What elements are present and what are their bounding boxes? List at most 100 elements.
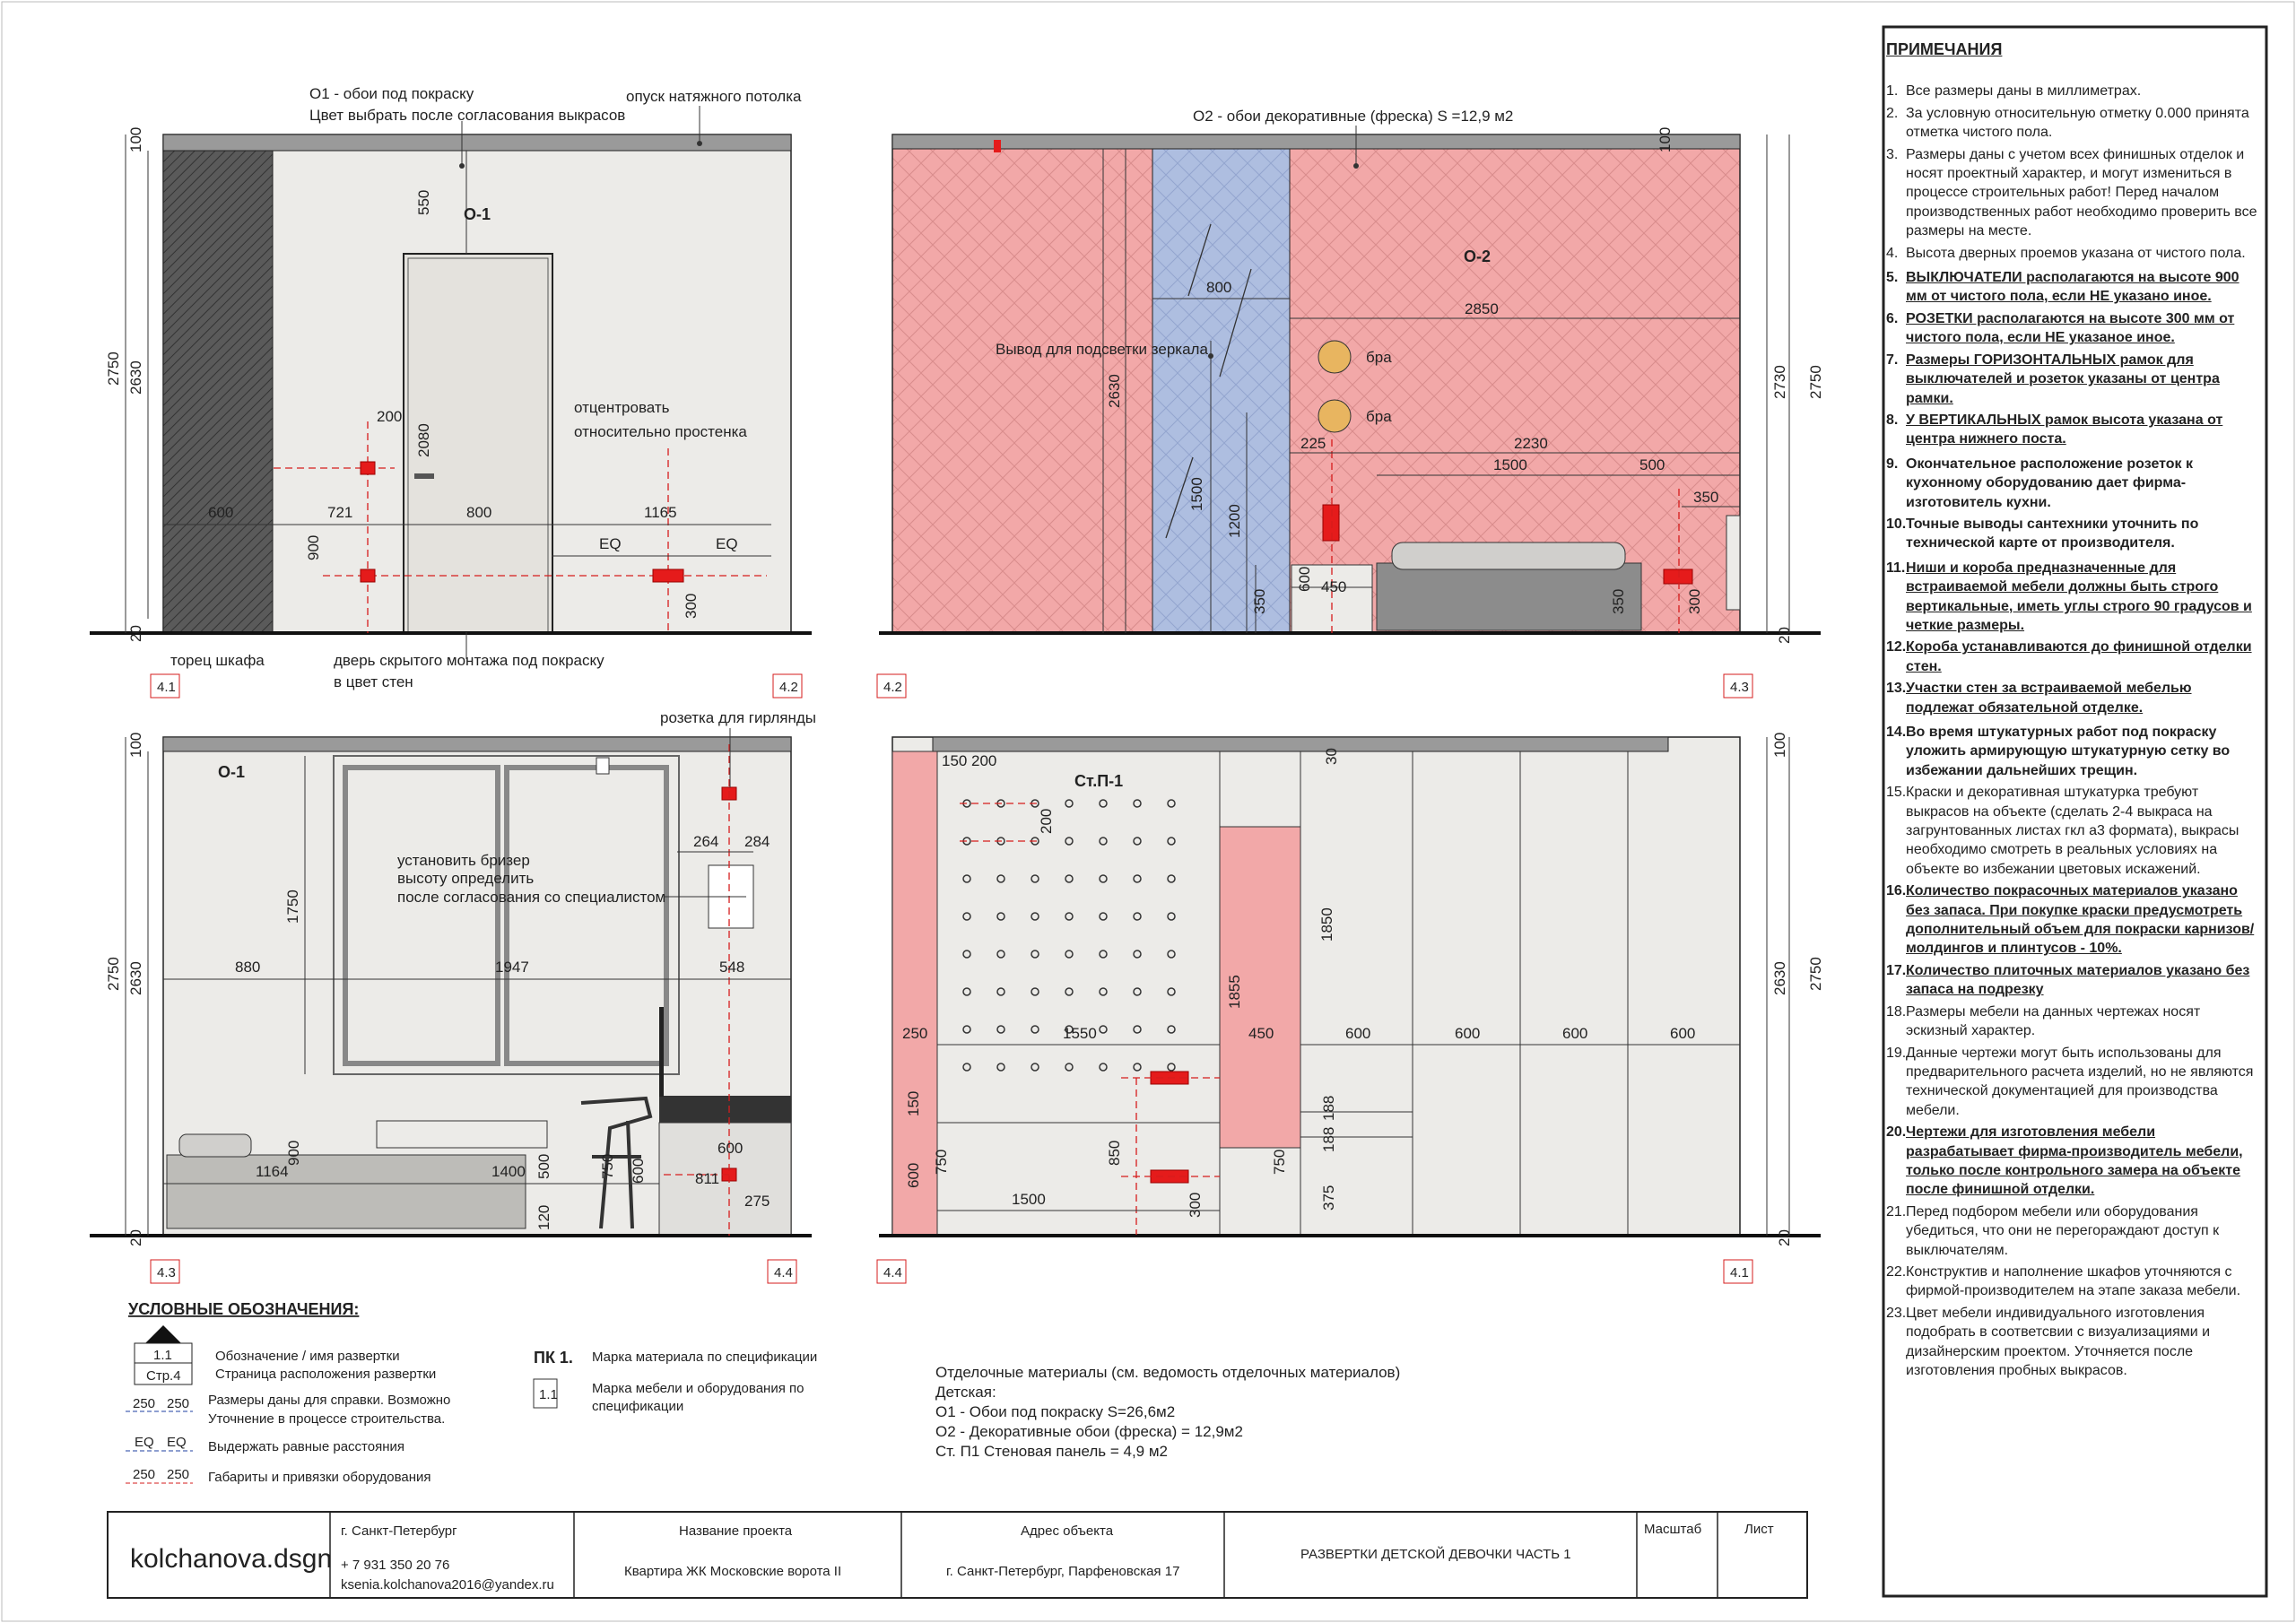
v1-dim-h-wall: 2630 bbox=[127, 360, 144, 395]
v4-dim-1550: 1550 bbox=[1063, 1025, 1097, 1042]
pegboard-hole bbox=[1065, 987, 1074, 996]
v3-label-breather3: после согласования со специалистом bbox=[397, 889, 665, 906]
note-number: 11. bbox=[1886, 560, 1906, 576]
v3-dim-900: 900 bbox=[285, 1141, 302, 1166]
pegboard-hole bbox=[1065, 1063, 1074, 1072]
pegboard-hole bbox=[1167, 837, 1176, 846]
notes-list: 1.Все размеры даны в миллиметрах.2.За ус… bbox=[1886, 82, 2263, 1380]
v2-dim-450: 450 bbox=[1321, 578, 1346, 595]
pegboard-hole bbox=[1167, 799, 1176, 808]
pegboard-hole bbox=[1065, 950, 1074, 959]
v4-dim-188b: 188 bbox=[1320, 1127, 1337, 1152]
pegboard-hole bbox=[962, 912, 971, 921]
v2-label-mirror: Вывод для подсветки зеркала bbox=[996, 341, 1208, 358]
notes-panel: ПРИМЕЧАНИЯ 1.Все размеры даны в миллимет… bbox=[1886, 40, 2263, 1383]
tb-email: ksenia.kolchanova2016@yandex.ru bbox=[341, 1577, 554, 1593]
v2-marker-right: 4.3 bbox=[1730, 680, 1749, 695]
v2-dim-1500v: 1500 bbox=[1188, 477, 1205, 511]
elevation-view-2: О2 - обои декоративные (фреска) S =12,9 … bbox=[876, 108, 1824, 699]
note-number: 9. bbox=[1886, 456, 1899, 472]
pegboard-hole bbox=[1167, 1025, 1176, 1034]
legend-box-desc1: Марка мебели и оборудования по bbox=[592, 1381, 804, 1396]
v4-dim-30: 30 bbox=[1323, 748, 1340, 765]
v1-tag: О-1 bbox=[464, 205, 491, 223]
note-item: 18.Размеры мебели на данных чертежах нос… bbox=[1886, 1002, 2263, 1041]
v4-marker-right: 4.1 bbox=[1730, 1265, 1749, 1280]
materials-line1: О1 - Обои под покраску S=26,6м2 bbox=[935, 1403, 1175, 1420]
v2-dim-1200: 1200 bbox=[1226, 504, 1243, 538]
v1-dim-600: 600 bbox=[208, 504, 233, 521]
v2-dim-800: 800 bbox=[1206, 279, 1231, 296]
note-text: Размеры мебели на данных чертежах носят … bbox=[1906, 1003, 2201, 1039]
note-text: Во время штукатурных работ под покраску … bbox=[1906, 725, 2231, 778]
legend-eq-b: EQ bbox=[167, 1435, 187, 1450]
v4-dim-150b: 150 bbox=[905, 1091, 922, 1116]
materials-line2: О2 - Декоративные обои (фреска) = 12,9м2 bbox=[935, 1423, 1243, 1440]
v1-dim-200: 200 bbox=[377, 408, 402, 425]
legend-box-desc2: спецификации bbox=[592, 1399, 683, 1414]
pegboard-hole bbox=[1133, 837, 1142, 846]
v2-dim-20: 20 bbox=[1776, 627, 1793, 644]
note-item: 12.Короба устанавливаются до финишной от… bbox=[1886, 638, 2263, 676]
v2-dim-2850: 2850 bbox=[1465, 300, 1499, 317]
note-number: 15. bbox=[1886, 785, 1907, 801]
v4-dim-1855: 1855 bbox=[1226, 975, 1243, 1009]
v3-dim-275: 275 bbox=[744, 1193, 770, 1210]
v1-dim-721: 721 bbox=[327, 504, 352, 521]
v2-dim-2730: 2730 bbox=[1771, 365, 1788, 399]
note-text: Размеры ГОРИЗОНТАЛЬНЫХ рамок для выключа… bbox=[1906, 352, 2220, 406]
note-text: ВЫКЛЮЧАТЕЛИ располагаются на высоте 900 … bbox=[1906, 270, 2239, 305]
materials-title: Отделочные материалы (см. ведомость отде… bbox=[935, 1364, 1400, 1381]
v2-dim-300: 300 bbox=[1686, 589, 1703, 614]
note-number: 4. bbox=[1886, 245, 1899, 261]
pegboard-hole bbox=[1065, 1025, 1074, 1034]
pegboard-hole bbox=[996, 1063, 1005, 1072]
tb-project: Квартира ЖК Московские ворота II bbox=[624, 1564, 841, 1579]
note-text: Данные чертежи могут быть использованы д… bbox=[1906, 1045, 2254, 1118]
tb-address: г. Санкт-Петербург, Парфеновская 17 bbox=[946, 1564, 1179, 1579]
legend-tag-desc2: Страница расположения развертки bbox=[215, 1367, 436, 1382]
materials-list: Отделочные материалы (см. ведомость отде… bbox=[935, 1364, 1400, 1460]
v3-dim-500: 500 bbox=[535, 1154, 552, 1179]
note-text: Ниши и короба предназначенные для встраи… bbox=[1906, 560, 2252, 633]
v4-dim-1850: 1850 bbox=[1318, 907, 1335, 942]
v4-dim-150: 150 bbox=[942, 752, 967, 769]
v2-dim-350b: 350 bbox=[1251, 589, 1268, 614]
pegboard-hole bbox=[1065, 912, 1074, 921]
pegboard-hole bbox=[962, 950, 971, 959]
note-number: 8. bbox=[1886, 412, 1899, 428]
note-item: 9. Окончательное расположение розеток к к… bbox=[1886, 455, 2263, 512]
v3-label-breather2: высоту определить bbox=[397, 870, 534, 887]
v4-dim-375: 375 bbox=[1320, 1185, 1337, 1211]
pegboard-hole bbox=[1167, 874, 1176, 883]
pegboard-hole bbox=[996, 1025, 1005, 1034]
v4-dim-250: 250 bbox=[902, 1025, 927, 1042]
note-item: 21.Перед подбором мебели или оборудовани… bbox=[1886, 1202, 2263, 1260]
v4-dim-200b: 200 bbox=[1038, 809, 1055, 834]
note-text: Краски и декоративная штукатурка требуют… bbox=[1906, 785, 2239, 877]
pegboard-hole bbox=[962, 1063, 971, 1072]
v3-marker-right: 4.4 bbox=[774, 1265, 793, 1280]
note-text: Окончательное расположение розеток к кух… bbox=[1906, 456, 2194, 510]
v4-dim-200a: 200 bbox=[971, 752, 996, 769]
note-number: 18. bbox=[1886, 1003, 1907, 1020]
v3-dim-100: 100 bbox=[127, 733, 144, 758]
elevation-view-4: Ст.П-1 150 200 200 30 100 2630 2750 1850… bbox=[876, 733, 1824, 1284]
v1-label-cabinet: торец шкафа bbox=[170, 652, 265, 669]
v1-label-o1: О1 - обои под покраску bbox=[309, 85, 474, 102]
note-number: 1. bbox=[1886, 83, 1899, 100]
v3-dim-1164: 1164 bbox=[256, 1163, 289, 1180]
v1-marker-right: 4.2 bbox=[779, 680, 798, 695]
note-text: Размеры даны с учетом всех финишных отде… bbox=[1906, 146, 2257, 239]
v1-dim-h-total: 2750 bbox=[105, 352, 122, 386]
note-number: 6. bbox=[1886, 310, 1899, 326]
pegboard-hole bbox=[1099, 1025, 1108, 1034]
pegboard-hole bbox=[1065, 837, 1074, 846]
v1-dim-800: 800 bbox=[466, 504, 491, 521]
v1-dim-eq1: EQ bbox=[599, 535, 622, 552]
pegboard-hole bbox=[1167, 1063, 1176, 1072]
note-text: Перед подбором мебели или оборудования у… bbox=[1906, 1203, 2220, 1258]
v3-dim-880: 880 bbox=[235, 959, 260, 976]
v3-label-garland: розетка для гирлянды bbox=[660, 709, 816, 726]
notes-title: ПРИМЕЧАНИЯ bbox=[1886, 40, 2003, 58]
